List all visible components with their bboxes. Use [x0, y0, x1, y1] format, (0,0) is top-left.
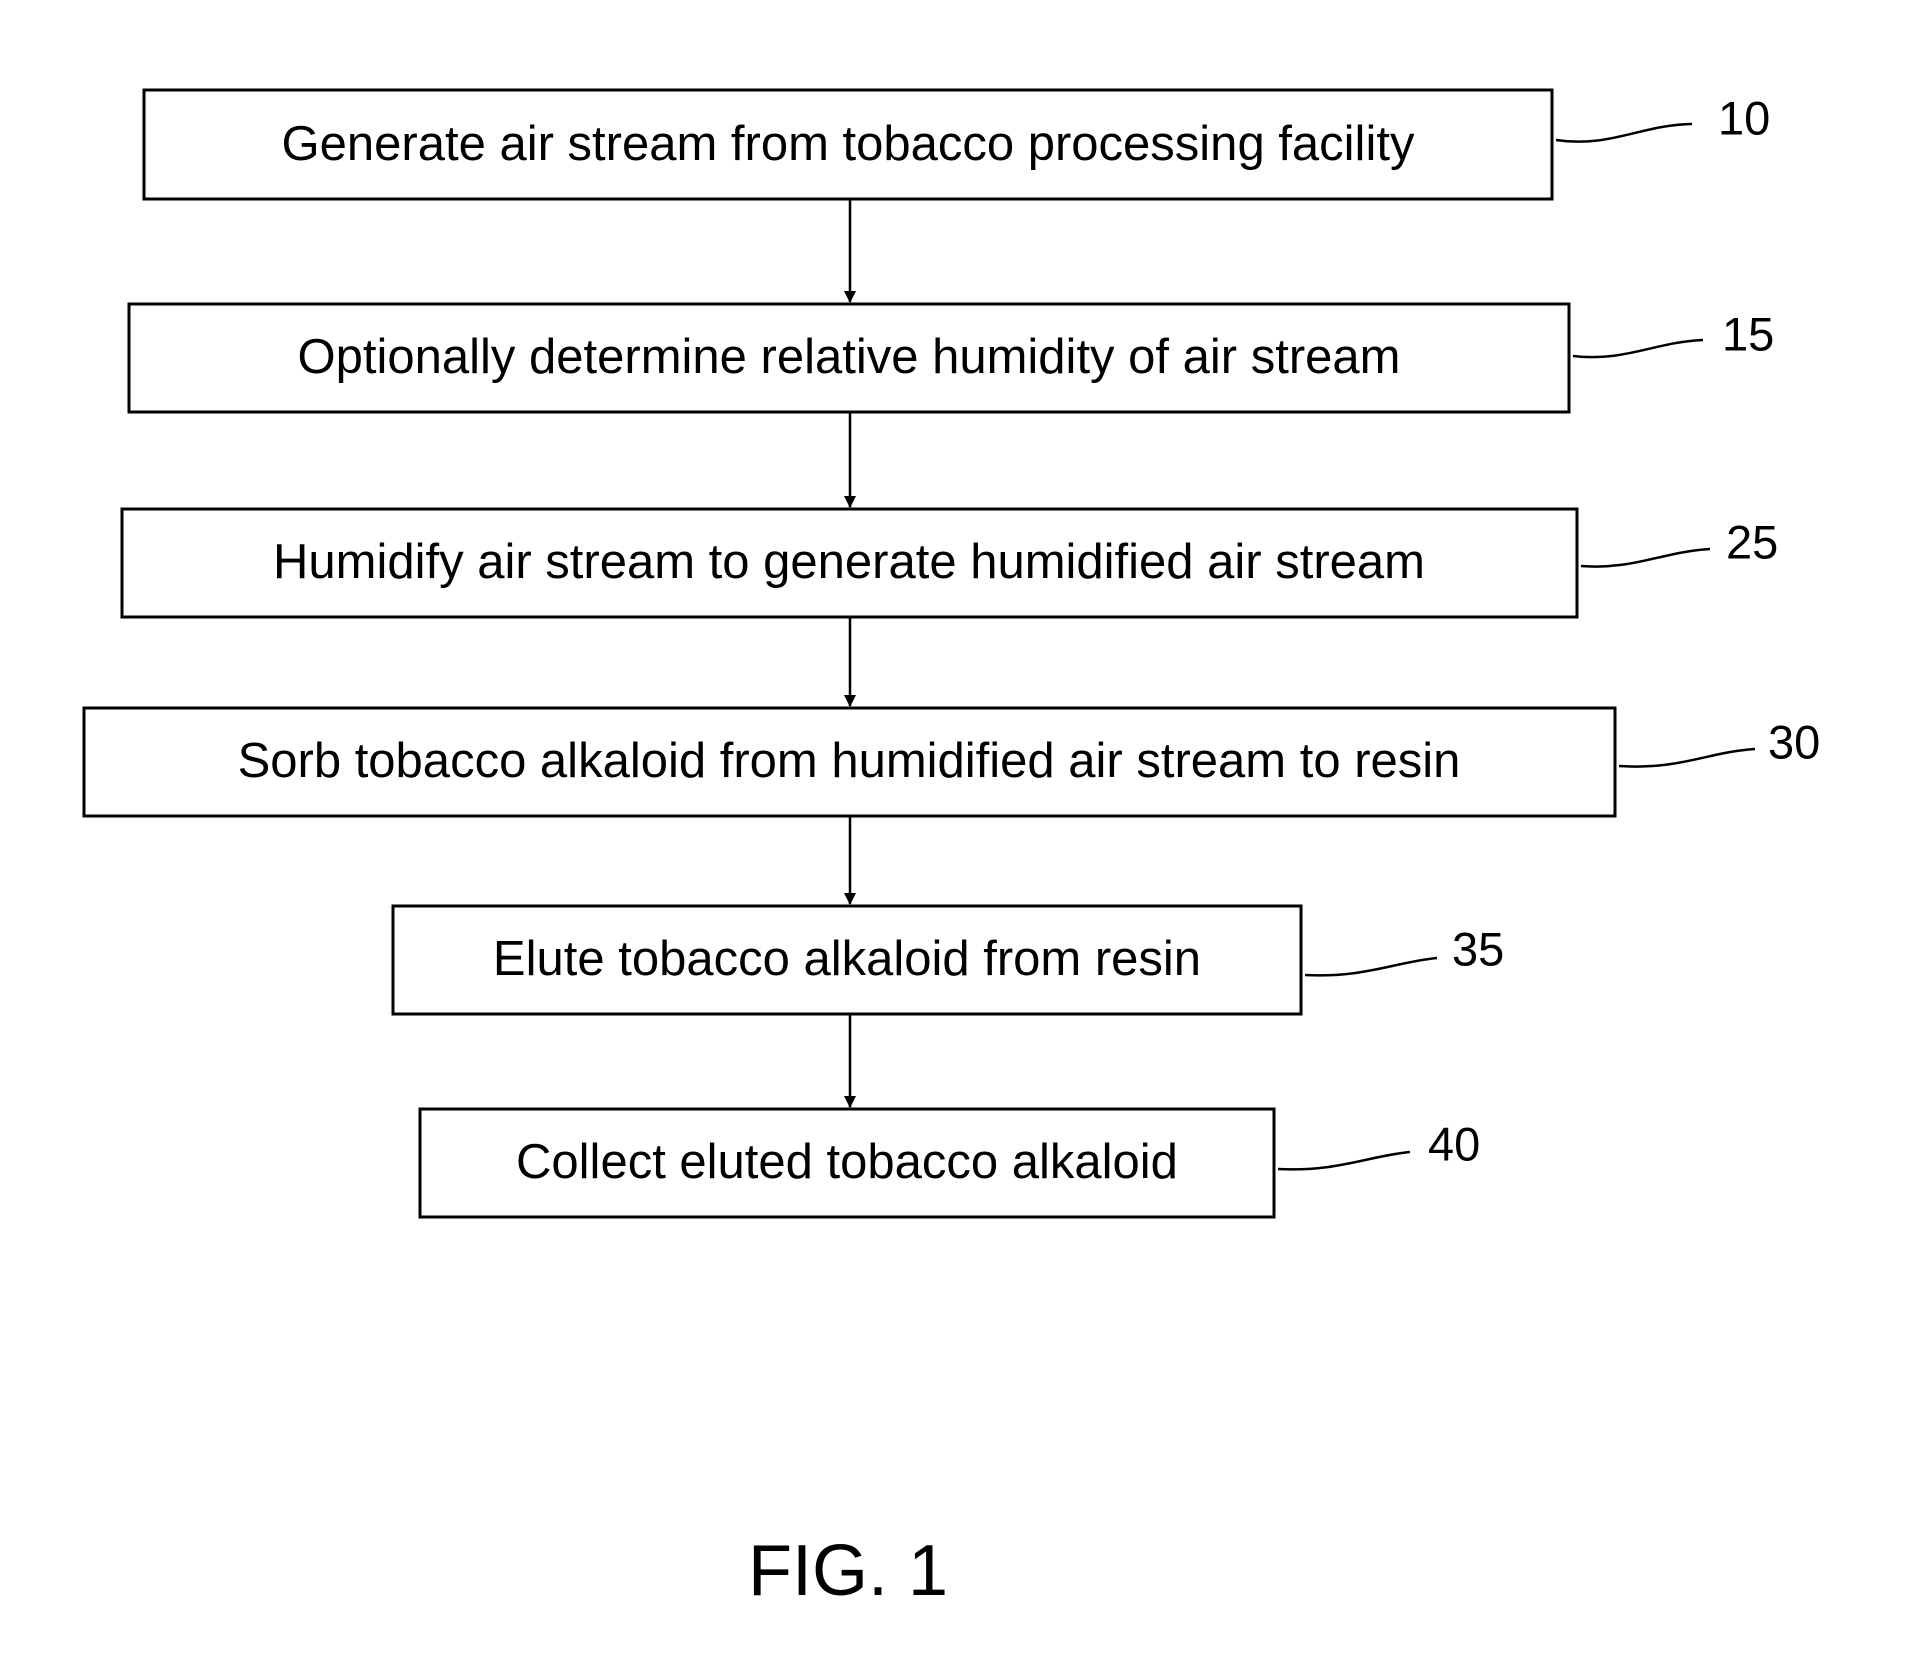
step-box-25: Humidify air stream to generate humidifi…	[120, 507, 1579, 619]
ref-number-25: 25	[1726, 515, 1778, 568]
step-text-30: Sorb tobacco alkaloid from humidified ai…	[238, 734, 1461, 788]
ref-number-35: 35	[1452, 922, 1504, 975]
step-box-10: Generate air stream from tobacco process…	[142, 88, 1554, 201]
step-text-35: Elute tobacco alkaloid from resin	[493, 932, 1201, 986]
step-box-40: Collect eluted tobacco alkaloid	[418, 1107, 1276, 1219]
step-box-30: Sorb tobacco alkaloid from humidified ai…	[82, 706, 1617, 818]
step-box-15: Optionally determine relative humidity o…	[127, 302, 1571, 414]
leader-line-10	[1555, 122, 1693, 143]
ref-number-10: 10	[1718, 91, 1770, 144]
leader-line-15	[1572, 338, 1704, 359]
figure-caption: FIG. 1	[748, 1531, 948, 1611]
leader-line-25	[1580, 547, 1711, 568]
step-text-10: Generate air stream from tobacco process…	[282, 117, 1415, 171]
ref-number-15: 15	[1722, 307, 1774, 360]
step-text-15: Optionally determine relative humidity o…	[298, 330, 1401, 384]
step-box-35: Elute tobacco alkaloid from resin	[391, 904, 1303, 1016]
leader-line-30	[1618, 747, 1756, 768]
step-text-40: Collect eluted tobacco alkaloid	[516, 1135, 1178, 1189]
leader-line-35	[1304, 956, 1438, 977]
step-text-25: Humidify air stream to generate humidifi…	[273, 535, 1425, 589]
ref-number-30: 30	[1768, 715, 1820, 768]
leader-line-40	[1277, 1150, 1411, 1171]
ref-number-40: 40	[1428, 1117, 1480, 1170]
